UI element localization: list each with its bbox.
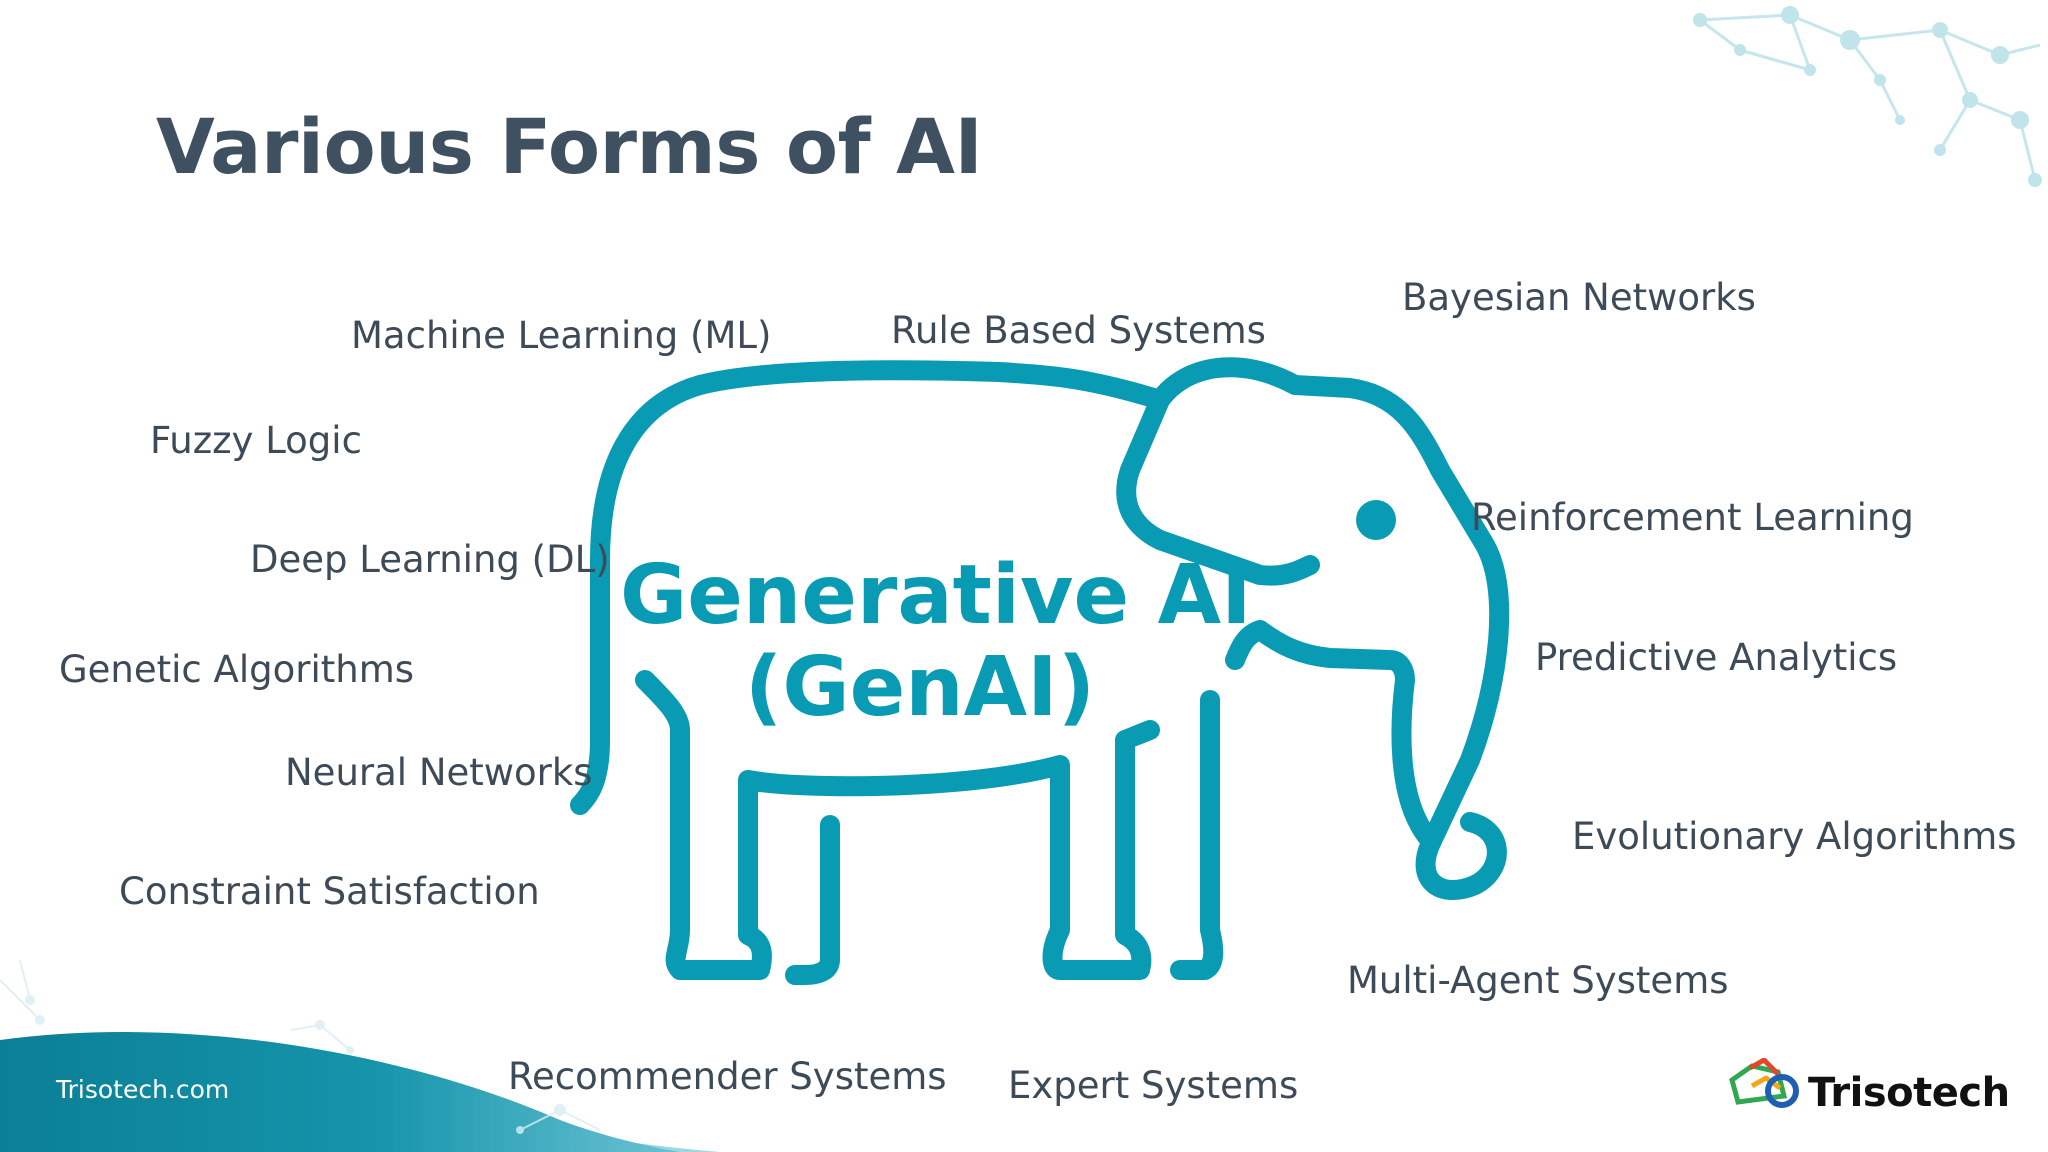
brand-name: Trisotech	[1808, 1070, 2010, 1116]
footer-wave	[0, 960, 720, 1152]
term-bayesian-networks: Bayesian Networks	[1402, 276, 1756, 319]
term-machine-learning: Machine Learning (ML)	[351, 314, 772, 357]
term-expert-systems: Expert Systems	[1008, 1064, 1299, 1107]
term-constraint-satisfaction: Constraint Satisfaction	[119, 870, 540, 913]
genai-label-line2: (GenAI)	[744, 640, 1096, 735]
term-reinforcement-learning: Reinforcement Learning	[1471, 496, 1914, 539]
elephant-eye	[1356, 500, 1396, 540]
network-decoration-top	[1693, 6, 2042, 187]
genai-label-line1: Generative AI	[620, 548, 1252, 643]
term-multi-agent-systems: Multi-Agent Systems	[1347, 959, 1729, 1002]
footer-website: Trisotech.com	[56, 1075, 230, 1104]
slide-title: Various Forms of AI	[156, 102, 983, 191]
term-neural-networks: Neural Networks	[285, 751, 593, 794]
term-genetic-algorithms: Genetic Algorithms	[59, 648, 415, 691]
term-deep-learning: Deep Learning (DL)	[250, 538, 610, 581]
term-fuzzy-logic: Fuzzy Logic	[150, 419, 362, 462]
term-evolutionary-algorithms: Evolutionary Algorithms	[1572, 815, 2017, 858]
term-recommender-systems: Recommender Systems	[508, 1055, 947, 1098]
term-rule-based-systems: Rule Based Systems	[891, 309, 1266, 352]
trisotech-logo-icon	[1729, 1058, 1799, 1108]
term-predictive-analytics: Predictive Analytics	[1535, 636, 1898, 679]
